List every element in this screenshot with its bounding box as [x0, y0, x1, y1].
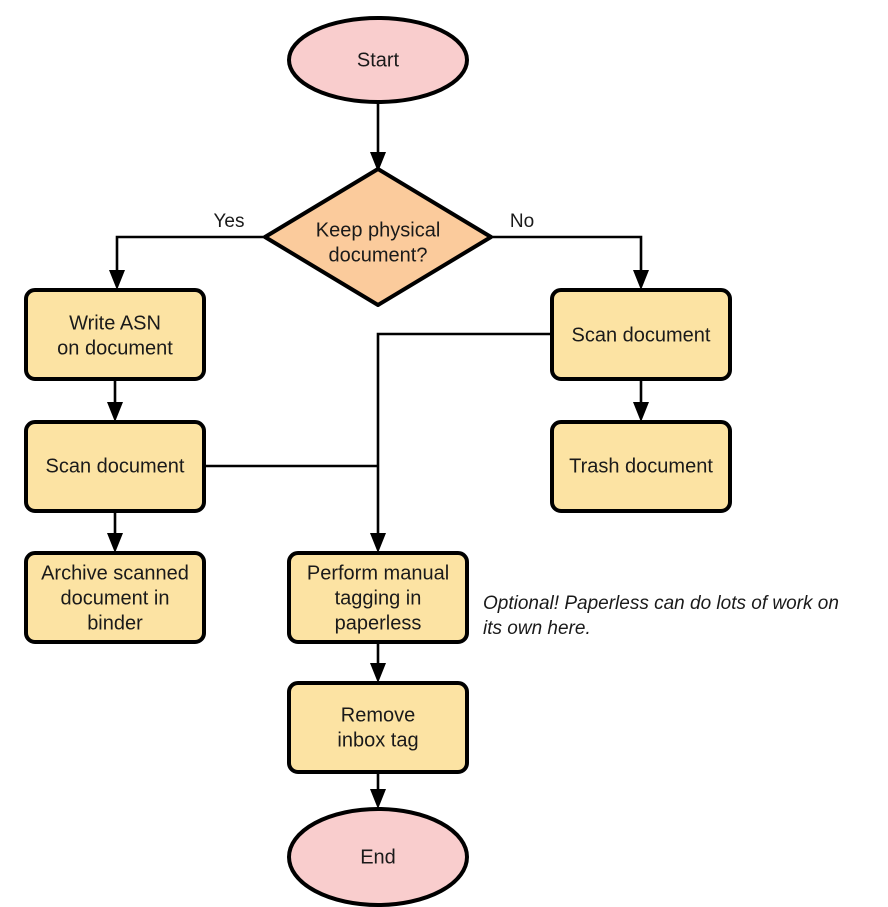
nodes-layer: Start Keep physical document? Write ASN … — [24, 16, 732, 907]
edge-scan-right-to-trash — [633, 379, 649, 422]
node-remove-inbox-tag-label-line2: inbox tag — [337, 729, 418, 751]
node-start[interactable]: Start — [287, 16, 469, 104]
node-archive-label-line2: document in — [61, 587, 170, 609]
edge-scan-right-to-tagging — [370, 332, 552, 553]
node-scan-document-left[interactable]: Scan document — [24, 420, 206, 513]
edge-scan-left-to-archive — [107, 511, 123, 553]
node-end-shape[interactable] — [287, 807, 469, 907]
node-perform-manual-tagging-in-paperless[interactable]: Perform manual tagging in paperless — [287, 551, 469, 644]
node-scan-document-left-label: Scan document — [46, 455, 185, 477]
node-keep-physical-document[interactable]: Keep physical document? — [263, 167, 493, 307]
node-scan-document-right-shape[interactable] — [550, 288, 732, 381]
node-archive-label-line3: binder — [87, 612, 143, 634]
node-end-label: End — [360, 846, 396, 868]
node-trash-document-shape[interactable] — [550, 420, 732, 513]
edge-labels-layer: Yes No — [214, 211, 535, 232]
node-remove-inbox-tag-shape[interactable] — [287, 681, 469, 774]
arrowhead-scan-left-to-archive — [107, 533, 123, 553]
node-trash-document[interactable]: Trash document — [550, 420, 732, 513]
node-perform-manual-tagging-shape[interactable] — [287, 551, 469, 644]
node-remove-inbox-tag[interactable]: Remove inbox tag — [287, 681, 469, 774]
arrowhead-tagging-to-remove-inbox — [370, 663, 386, 683]
node-end[interactable]: End — [287, 807, 469, 907]
node-start-shape[interactable] — [287, 16, 469, 104]
edge-line-decision-to-write-asn — [115, 235, 265, 281]
node-write-asn-on-document[interactable]: Write ASN on document — [24, 288, 206, 381]
node-write-asn-on-document-label-line2: on document — [57, 337, 173, 359]
optional-note-line1: Optional! Paperless can do lots of work … — [483, 593, 839, 614]
node-remove-inbox-tag-label-line1: Remove — [341, 704, 415, 726]
node-keep-physical-document-label-line2: document? — [329, 244, 428, 266]
edge-tagging-to-remove-inbox — [370, 642, 386, 683]
annotation-optional-note: Optional! Paperless can do lots of work … — [483, 593, 839, 639]
arrowhead-scan-right-to-tagging — [370, 533, 386, 553]
node-archive-scanned-document-in-binder[interactable]: Archive scanned document in binder — [24, 551, 206, 644]
edge-line-scan-right-to-tagging — [376, 332, 552, 544]
node-keep-physical-document-shape[interactable] — [263, 167, 493, 307]
node-start-label: Start — [357, 49, 400, 71]
arrowhead-remove-inbox-to-end — [370, 789, 386, 809]
node-write-asn-on-document-label-line1: Write ASN — [69, 312, 161, 334]
node-write-asn-on-document-shape[interactable] — [24, 288, 206, 381]
edge-label-yes: Yes — [214, 211, 245, 232]
arrowhead-decision-to-write-asn — [109, 270, 125, 290]
edge-decision-to-write-asn — [109, 235, 265, 290]
edges-layer — [107, 102, 649, 809]
node-perform-manual-tagging-label-line3: paperless — [335, 612, 422, 634]
arrowhead-scan-right-to-trash — [633, 402, 649, 422]
node-scan-document-right[interactable]: Scan document — [550, 288, 732, 381]
edge-start-to-decision — [370, 102, 386, 172]
node-perform-manual-tagging-label-line1: Perform manual — [307, 562, 449, 584]
edge-remove-inbox-to-end — [370, 772, 386, 809]
node-scan-document-left-shape[interactable] — [24, 420, 206, 513]
node-archive-label-line1: Archive scanned — [41, 562, 189, 584]
arrowhead-write-asn-to-scan-left — [107, 402, 123, 422]
arrowhead-start-to-decision — [370, 152, 386, 172]
node-archive-scanned-document-in-binder-shape[interactable] — [24, 551, 206, 644]
optional-note-line2: its own here. — [483, 618, 591, 639]
node-trash-document-label: Trash document — [569, 455, 713, 477]
arrowhead-decision-to-scan-right — [633, 270, 649, 290]
node-perform-manual-tagging-label-line2: tagging in — [335, 587, 422, 609]
node-scan-document-right-label: Scan document — [572, 324, 711, 346]
edge-decision-to-scan-right — [491, 235, 649, 290]
node-keep-physical-document-label-line1: Keep physical — [316, 219, 441, 241]
edge-line-decision-to-scan-right — [491, 235, 643, 281]
edge-label-no: No — [510, 211, 534, 232]
edge-write-asn-to-scan-left — [107, 379, 123, 422]
